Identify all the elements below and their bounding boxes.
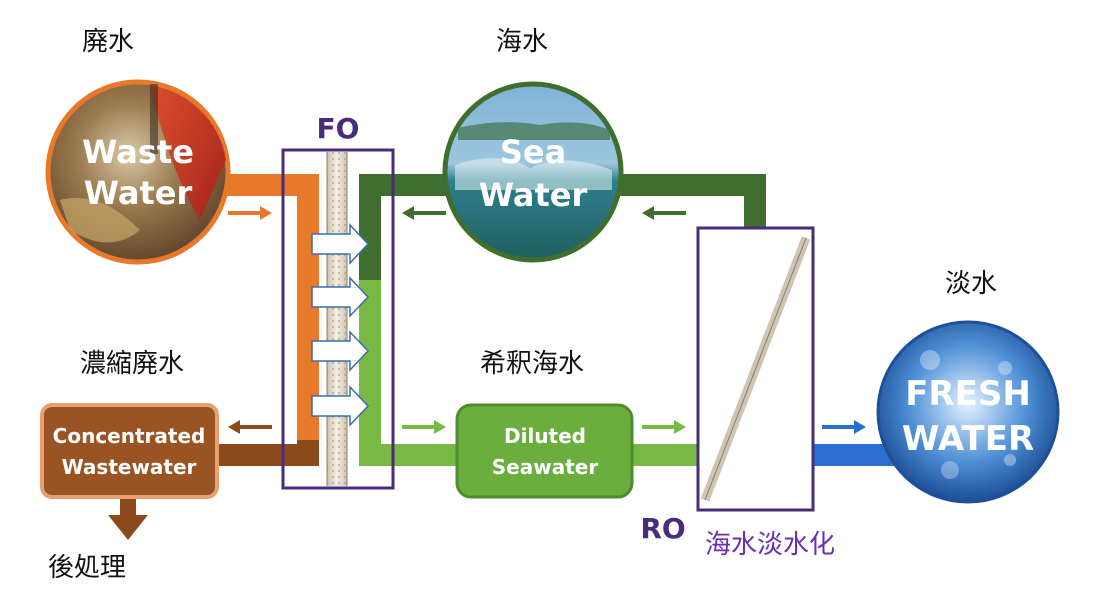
- fresh-water-jp-label: 淡水: [945, 269, 997, 299]
- flow-arrow-fresh-out: [822, 420, 866, 434]
- post-treatment-arrow-head: [108, 515, 148, 540]
- fresh-water-label-line1: FRESH: [905, 374, 1031, 414]
- diluted-jp-label: 希釈海水: [480, 349, 584, 379]
- sea-water-jp-label: 海水: [496, 27, 548, 57]
- waste-water-label-line2: Water: [84, 174, 193, 212]
- ro-label: RO: [640, 512, 685, 545]
- flow-arrow-ro-to-sea: [642, 206, 686, 220]
- flow-arrow-concentrate-out: [228, 420, 272, 434]
- concentrated-label-line1: Concentrated: [53, 424, 206, 448]
- waste-water-jp-label: 廃水: [82, 27, 134, 57]
- fresh-water-label-line2: WATER: [902, 419, 1034, 459]
- flow-arrow-waste-in: [228, 206, 272, 220]
- sea-water-node: Sea Water: [442, 81, 624, 263]
- sea-water-label-line1: Sea: [500, 133, 566, 171]
- flow-arrow-sea-to-fo: [402, 206, 446, 220]
- desalination-jp-label: 海水淡水化: [705, 530, 835, 560]
- diluted-seawater-node: Diluted Seawater: [455, 403, 634, 499]
- waste-water-node: Waste Water: [45, 79, 231, 265]
- post-treatment-arrow-shaft: [120, 495, 136, 517]
- sea-water-label-line2: Water: [479, 176, 588, 214]
- post-treatment-jp-label: 後処理: [48, 553, 126, 583]
- waste-water-label-line1: Waste: [82, 133, 194, 171]
- fo-label: FO: [317, 112, 360, 145]
- concentrated-label-line2: Wastewater: [62, 455, 197, 479]
- concentrated-jp-label: 濃縮廃水: [80, 349, 184, 379]
- fresh-water-node: FRESH WATER: [876, 320, 1060, 504]
- permeation-arrows: [311, 223, 370, 427]
- waste-water-pipe: [220, 174, 319, 455]
- diluted-label-line2: Seawater: [492, 455, 599, 479]
- fo-module-frame: [281, 148, 395, 490]
- diluted-label-line1: Diluted: [504, 424, 586, 448]
- flow-arrow-diluted-in: [402, 420, 446, 434]
- flow-arrow-diluted-to-ro: [642, 420, 686, 434]
- concentrate-pipe: [215, 440, 319, 466]
- concentrated-wastewater-node: Concentrated Wastewater: [40, 403, 219, 499]
